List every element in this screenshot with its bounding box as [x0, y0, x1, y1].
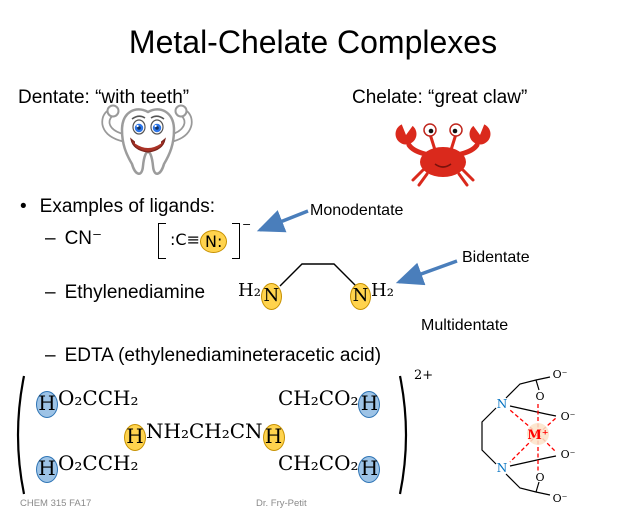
carboxylate-o-minus-label: O⁻: [561, 448, 576, 461]
edta-backbone: NH₂CH₂CN: [146, 419, 263, 443]
crab-eyes: [423, 123, 463, 137]
cyanide-charge: −: [242, 218, 252, 231]
en-right-nitrogen-highlight: N: [350, 283, 371, 310]
monodentate-label: Monodentate: [310, 202, 404, 219]
bullet-marker: •: [20, 196, 27, 217]
edta-metal-complex-diagram: M⁺ N N O⁻ O⁻ O⁻ O⁻ O O: [481, 368, 576, 505]
donor-oxygen-label: O: [535, 471, 544, 484]
edta-charge: 2+: [414, 368, 434, 383]
nitrogen-donor-label: N: [497, 461, 508, 475]
ligand-edta-label: EDTA (ethylenediamineteracetic acid): [64, 345, 382, 366]
footer-author: Dr. Fry-Petit: [256, 498, 307, 509]
ligand-en-label: Ethylenediamine: [64, 282, 206, 303]
examples-heading: • Examples of ligands:: [20, 196, 215, 218]
cyanide-formula: :C≡N:: [170, 230, 228, 253]
metal-halo: [527, 423, 549, 445]
nitrogen-donor-label: N: [497, 397, 508, 411]
en-left-h2: H₂: [238, 280, 261, 301]
edta-close-paren: [398, 375, 408, 495]
tooth-body: [120, 108, 176, 175]
ligand-edta-item: –EDTA (ethylenediamineteracetic acid): [45, 345, 381, 367]
ligand-cn-item: –CN⁻: [45, 227, 102, 250]
ligand-cn-label: CN⁻: [64, 228, 103, 249]
donor-oxygen-label: O: [535, 390, 544, 403]
amine-h-highlight: H: [262, 424, 285, 451]
cyanide-right-bracket: [232, 223, 240, 259]
amine-h-highlight: H: [124, 424, 146, 451]
metal-center-label: M⁺: [527, 428, 548, 443]
chelate-caption: Chelate: “great claw”: [352, 87, 528, 108]
acidic-h-highlight: H: [358, 456, 381, 483]
acetate-group: O₂CCH₂: [58, 451, 139, 475]
acidic-h-highlight: H: [358, 391, 381, 418]
tooth-arms: [101, 104, 193, 143]
dentate-caption: Dentate: “with teeth”: [18, 87, 190, 108]
en-left-nitrogen-highlight: N: [260, 283, 282, 310]
multidentate-label: Multidentate: [421, 317, 509, 334]
crab-mascot-image: [395, 120, 491, 187]
cyanide-left-bracket: [158, 223, 166, 259]
dash-marker: –: [45, 228, 56, 249]
ethylenediamine-backbone-lines: [279, 263, 357, 287]
monodentate-arrow: [256, 209, 309, 233]
dash-marker: –: [45, 282, 56, 303]
crab-claws: [395, 120, 491, 157]
carboxylate-o-minus-label: O⁻: [553, 492, 568, 505]
tooth-mascot-image: [101, 104, 193, 175]
cyanide-donor-nitrogen-highlight: N:: [199, 230, 228, 253]
footer-course: CHEM 315 FA17: [20, 498, 92, 509]
crab-body: [420, 147, 466, 177]
acidic-h-highlight: H: [36, 456, 58, 483]
crab-legs: [411, 168, 475, 187]
cyanide-structure: :C≡N: −: [158, 218, 262, 263]
dash-marker: –: [45, 345, 56, 366]
acidic-h-highlight: H: [36, 391, 58, 418]
acetate-group: CH₂CO₂: [278, 451, 359, 475]
ligand-en-item: –Ethylenediamine: [45, 282, 205, 304]
examples-heading-text: Examples of ligands:: [39, 196, 215, 217]
cyanide-carbon: :C≡: [170, 230, 200, 249]
crab-mouth: [434, 163, 452, 168]
edta-open-paren: [16, 375, 26, 495]
bidentate-label: Bidentate: [462, 249, 530, 266]
slide-title: Metal-Chelate Complexes: [128, 24, 498, 60]
complex-skeleton: [481, 376, 557, 496]
acetate-group: O₂CCH₂: [58, 386, 139, 410]
carboxylate-o-minus-label: O⁻: [561, 410, 576, 423]
carboxylate-o-minus-label: O⁻: [553, 368, 568, 381]
en-right-h2: H₂: [371, 280, 394, 301]
tooth-face: [130, 115, 166, 153]
acetate-group: CH₂CO₂: [278, 386, 359, 410]
